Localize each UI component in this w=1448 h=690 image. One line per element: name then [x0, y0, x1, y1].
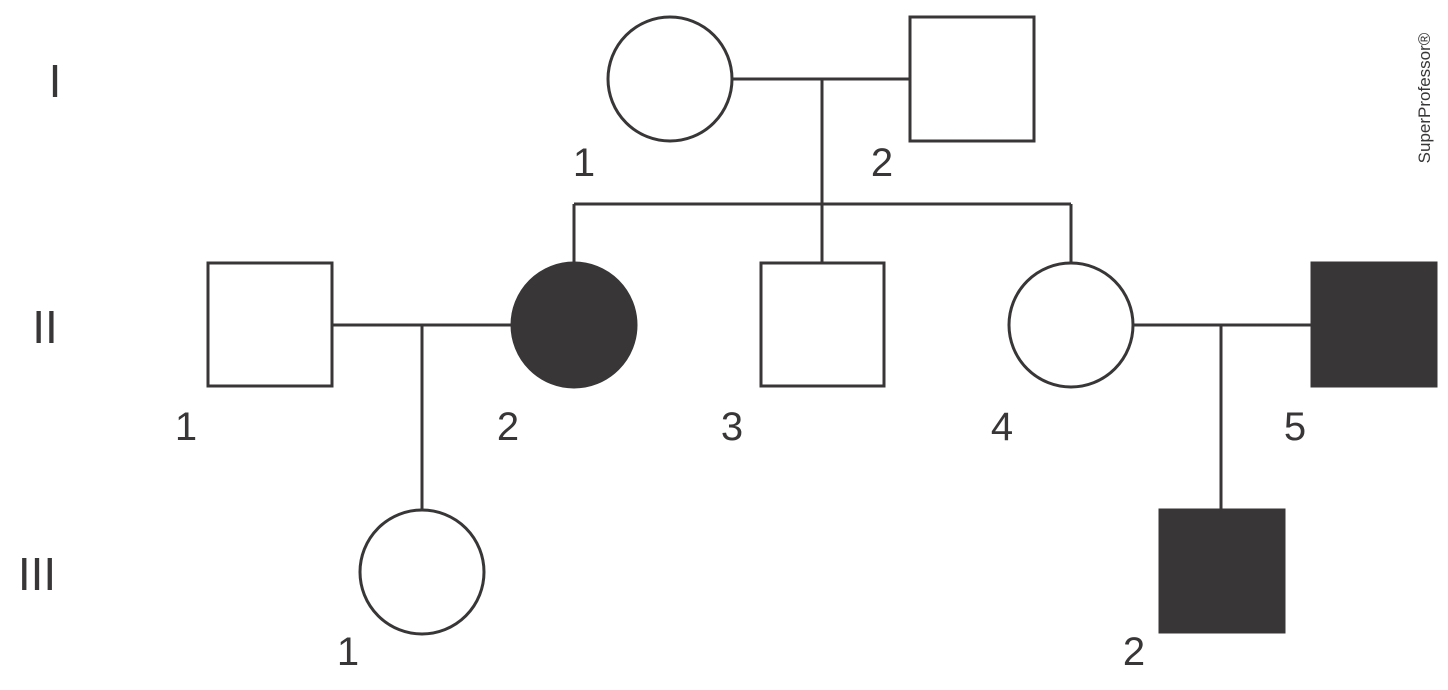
individual-II-4-female	[1007, 261, 1135, 389]
individual-III-1-female	[358, 508, 486, 636]
individual-label-III-2: 2	[1123, 630, 1145, 674]
individual-label-II-5: 5	[1284, 405, 1306, 449]
generation-label-I: I	[49, 55, 62, 107]
individual-I-2-male	[908, 15, 1036, 143]
generation-label-III: III	[18, 548, 56, 600]
individual-label-II-3: 3	[721, 405, 743, 449]
superprofessor-watermark: SuperProfessor®	[1415, 32, 1434, 163]
individual-II-3-male	[759, 261, 886, 388]
individual-label-II-4: 4	[991, 405, 1013, 449]
individual-label-III-1: 1	[337, 630, 359, 674]
individual-label-II-1: 1	[175, 405, 197, 449]
individual-II-1-male	[206, 261, 334, 388]
individual-I-1-female	[606, 15, 734, 143]
individual-II-5-male-affected	[1310, 261, 1438, 388]
individual-label-II-2: 2	[497, 405, 519, 449]
pedigree-lines	[332, 77, 1312, 510]
individual-II-2-female-affected	[510, 261, 638, 389]
individual-label-I-1: 1	[573, 141, 595, 185]
individual-III-2-male-affected	[1158, 508, 1286, 634]
individual-label-I-2: 2	[871, 141, 893, 185]
generation-label-II: II	[32, 301, 58, 353]
